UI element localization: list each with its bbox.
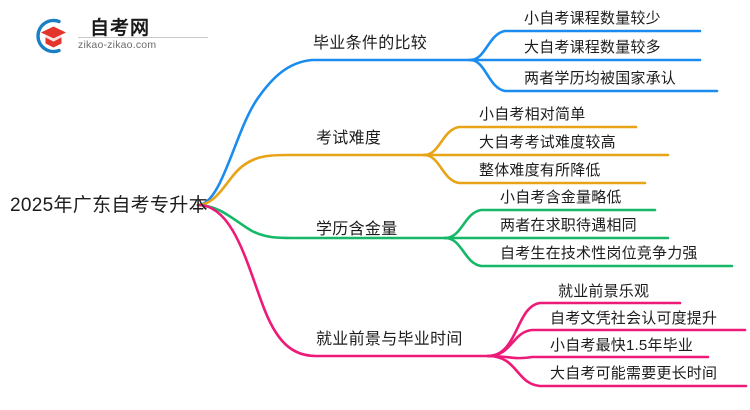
branch-connector-3	[196, 203, 734, 268]
mindmap-leaf-node-4-1[interactable]: 就业前景乐观	[558, 283, 650, 300]
mindmap-leaf-node-4-3[interactable]: 小自考最快1.5年毕业	[550, 337, 694, 354]
mindmap-leaf-node-3-1[interactable]: 小自考含金量略低	[500, 189, 622, 206]
logo-url: zikao-zikao.com	[78, 39, 157, 51]
mindmap-leaf-node-4-2[interactable]: 自考文凭社会认可度提升	[550, 310, 718, 327]
mindmap-topic-node-1[interactable]: 毕业条件的比较	[313, 35, 428, 52]
mindmap-leaf-node-1-3[interactable]: 两者学历均被国家承认	[524, 70, 677, 87]
logo-wordmark: 自考网 zikao-zikao.com	[78, 12, 210, 56]
mindmap-leaf-node-2-3[interactable]: 整体难度有所降低	[479, 162, 601, 179]
root-to-topic-4	[196, 203, 490, 358]
mindmap-leaf-node-3-2[interactable]: 两者在求职待遇相同	[500, 217, 637, 234]
logo-divider	[78, 37, 208, 38]
logo-graduation-cap-icon	[36, 18, 66, 54]
mindmap-leaf-node-4-4[interactable]: 大自考可能需要更长时间	[550, 365, 718, 382]
topic-4-to-leaf-3	[486, 354, 710, 360]
mindmap-leaf-node-1-2[interactable]: 大自考课程数量较多	[524, 39, 661, 56]
branch-connector-1	[196, 29, 719, 207]
mindmap-topic-node-4[interactable]: 就业前景与毕业时间	[316, 331, 463, 348]
root-to-topic-1	[196, 58, 472, 207]
branch-connector-2	[196, 125, 670, 207]
topic-1-to-leaf-3	[468, 58, 719, 93]
root-to-topic-2	[196, 153, 426, 207]
mindmap-leaf-node-3-3[interactable]: 自考生在技术性岗位竞争力强	[500, 245, 698, 262]
topic-2-to-leaf-3	[422, 153, 647, 185]
topic-4-to-leaf-4	[486, 354, 748, 388]
mindmap-leaf-node-2-1[interactable]: 小自考相对简单	[479, 106, 586, 123]
mindmap-topic-node-3[interactable]: 学历含金量	[316, 221, 398, 238]
mindmap-leaf-node-1-1[interactable]: 小自考课程数量较少	[524, 10, 661, 27]
branch-connector-4	[196, 203, 748, 388]
site-logo: 自考网 zikao-zikao.com	[28, 12, 213, 58]
logo-mark-icon	[28, 14, 72, 56]
root-to-topic-3	[196, 203, 447, 240]
logo-name-cn: 自考网	[90, 18, 151, 39]
topic-3-to-leaf-3	[443, 236, 734, 268]
mindmap-leaf-node-2-2[interactable]: 大自考考试难度较高	[479, 134, 616, 151]
mindmap-topic-node-2[interactable]: 考试难度	[316, 130, 382, 147]
mindmap-root-node[interactable]: 2025年广东自考专升本	[10, 195, 208, 216]
